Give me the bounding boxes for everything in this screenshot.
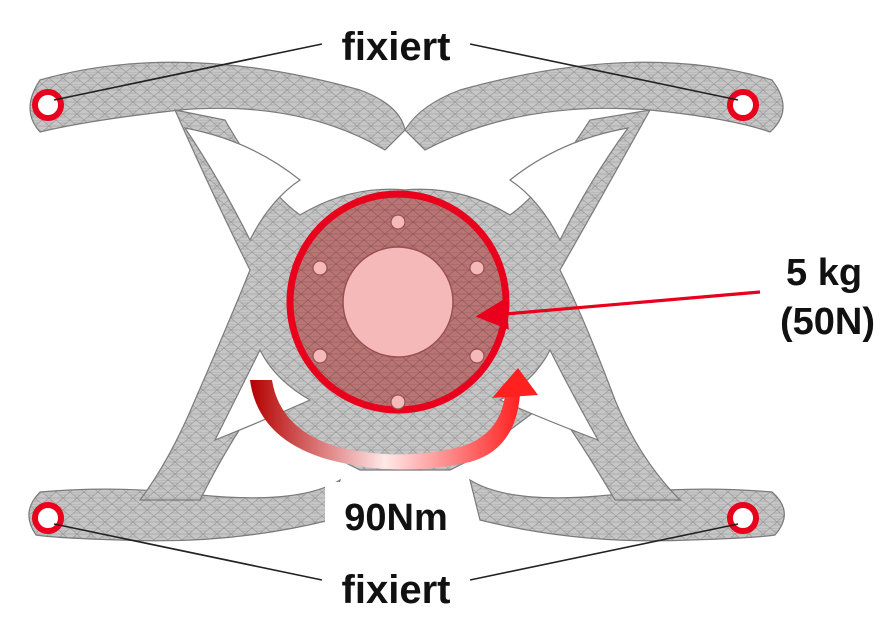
hub-center xyxy=(342,246,454,358)
arm-top-right xyxy=(404,61,784,151)
torque-arrow xyxy=(250,368,538,470)
mount-hole-top-right xyxy=(727,89,759,121)
bolt-hole xyxy=(469,260,485,276)
label-load-mass: 5 kg xyxy=(786,252,862,294)
leader-lines xyxy=(53,43,739,581)
label-torque: 90Nm xyxy=(344,497,448,539)
bolt-hole xyxy=(312,260,328,276)
hub xyxy=(286,190,510,414)
torque-label-bg xyxy=(325,482,465,542)
load-arrow xyxy=(475,290,761,330)
label-fixed-top: fixiert xyxy=(342,25,451,69)
bolt-hole xyxy=(312,348,328,364)
bolt-hole xyxy=(390,394,406,410)
mount-hole-bottom-left xyxy=(32,502,64,534)
mount-hole-bottom-right xyxy=(727,502,759,534)
bolt-hole xyxy=(469,348,485,364)
bolt-hole xyxy=(390,214,406,230)
mount-hole-top-left xyxy=(32,89,64,121)
label-fixed-bottom: fixiert xyxy=(342,568,451,612)
label-load-force: (50N) xyxy=(780,301,875,343)
